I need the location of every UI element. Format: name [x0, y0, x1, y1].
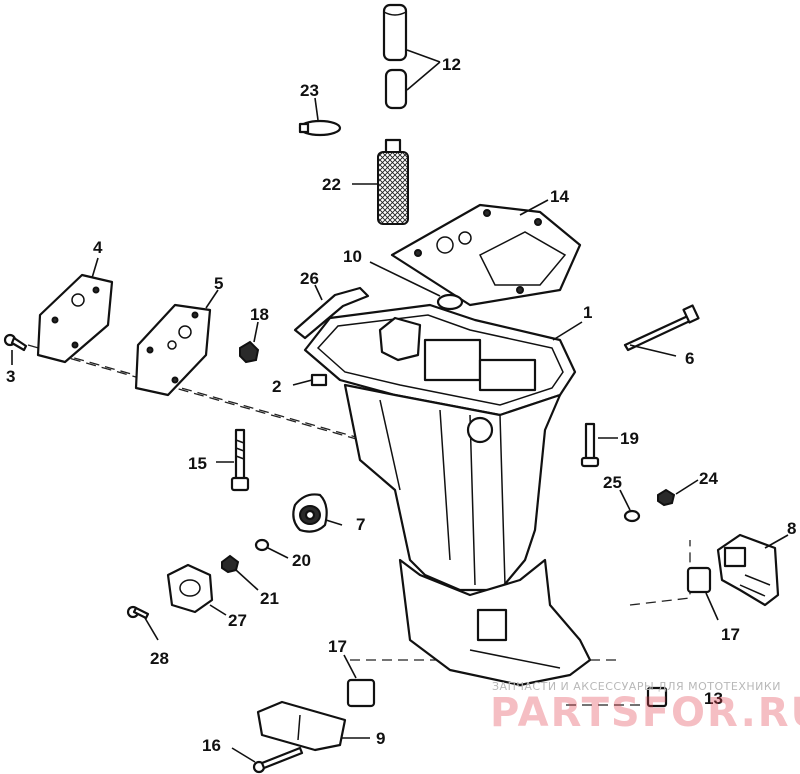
callout-21: 21: [260, 589, 279, 608]
part-24-nut[interactable]: [657, 479, 699, 507]
part-16-screw[interactable]: [231, 746, 304, 774]
callout-17-right: 17: [721, 625, 740, 644]
callout-20: 20: [292, 551, 311, 570]
callout-4: 4: [93, 238, 103, 257]
callout-26: 26: [300, 269, 319, 288]
callout-27: 27: [228, 611, 247, 630]
part-7-rubber-mount[interactable]: [292, 493, 343, 533]
part-27-gasket[interactable]: [166, 563, 227, 616]
callout-15: 15: [188, 454, 207, 473]
part-1-drive-shaft-housing[interactable]: [303, 303, 592, 687]
part-8-cover[interactable]: [716, 533, 789, 607]
watermark-tagline: ЗАПЧАСТИ И АКСЕССУАРЫ ДЛЯ МОТОТЕХНИКИ: [492, 680, 781, 693]
part-20-washer[interactable]: [254, 538, 289, 559]
callout-14: 14: [550, 187, 569, 206]
part-19-bolt[interactable]: [580, 422, 618, 468]
callout-22: 22: [322, 175, 341, 194]
part-14-gasket[interactable]: [390, 199, 582, 307]
callout-6: 6: [685, 349, 694, 368]
part-21-nut[interactable]: [221, 554, 259, 591]
part-4-cover-plate[interactable]: [36, 257, 114, 364]
callout-12: 12: [442, 55, 461, 74]
part-3-screw[interactable]: [3, 333, 28, 365]
part-2-pin[interactable]: [292, 373, 328, 387]
callout-13: 13: [704, 689, 723, 708]
part-6-long-bolt[interactable]: [623, 304, 700, 357]
callout-3: 3: [6, 367, 15, 386]
part-9-bracket[interactable]: [256, 700, 370, 752]
part-12-tubes[interactable]: [382, 3, 441, 110]
callout-19: 19: [620, 429, 639, 448]
part-10-o-ring[interactable]: [369, 261, 464, 311]
callout-8: 8: [787, 519, 796, 538]
callout-10: 10: [343, 247, 362, 266]
part-25-o-ring[interactable]: [619, 489, 641, 523]
callout-2: 2: [272, 377, 281, 396]
part-22-filter[interactable]: [352, 138, 409, 225]
part-28-screw[interactable]: [126, 605, 159, 641]
callout-5: 5: [214, 274, 223, 293]
callout-labels: 1 2 3 4 5 6 7 8 9 10 12 13 14 15 16 17 1…: [6, 55, 796, 755]
callout-23: 23: [300, 81, 319, 100]
part-17-rubber-block-right[interactable]: [686, 566, 719, 621]
callout-9: 9: [376, 729, 385, 748]
part-23-clamp[interactable]: [298, 97, 342, 137]
part-15-bolt[interactable]: [216, 428, 250, 492]
part-13-block[interactable]: [646, 686, 668, 708]
callout-24: 24: [699, 469, 718, 488]
callout-25: 25: [603, 473, 622, 492]
callout-1: 1: [583, 303, 592, 322]
part-5-gasket-plate[interactable]: [134, 289, 219, 397]
part-26-hose[interactable]: [293, 284, 370, 340]
part-18-nut[interactable]: [239, 321, 260, 364]
callout-18: 18: [250, 305, 269, 324]
watermark-logo: PARTSFOR.RU: [490, 690, 800, 736]
callout-17-lower: 17: [328, 637, 347, 656]
callout-28: 28: [150, 649, 169, 668]
callout-7: 7: [356, 515, 365, 534]
part-17-rubber-block-lower[interactable]: [343, 654, 376, 708]
callout-16: 16: [202, 736, 221, 755]
